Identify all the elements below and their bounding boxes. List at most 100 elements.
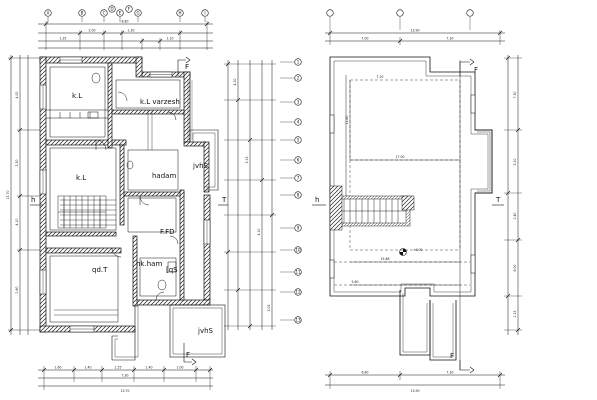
svg-text:4.20: 4.20 [233, 79, 237, 86]
left-dim-seg-4: 1.10 [167, 37, 174, 41]
room-label-bottom-right: jvhS [197, 327, 214, 335]
left-section-right: T [221, 196, 227, 204]
svg-text:13: 13 [295, 317, 301, 322]
svg-text:5: 5 [297, 137, 300, 142]
room-label-top-right: k.L varzesh [140, 98, 180, 106]
svg-text:2.40: 2.40 [513, 213, 517, 220]
svg-text:7.00: 7.00 [362, 37, 369, 41]
svg-text:13.70: 13.70 [121, 389, 130, 393]
svg-text:G: G [136, 10, 139, 15]
svg-text:4.10: 4.10 [15, 219, 19, 226]
svg-text:11.60: 11.60 [345, 116, 349, 125]
right-plan-windows [329, 94, 476, 279]
svg-text:7.30: 7.30 [122, 374, 129, 378]
svg-text:3: 3 [297, 99, 300, 104]
right-plan: 13.90 7.00 7.30 [312, 9, 522, 393]
room-label-bottom-left: qd.T [92, 266, 108, 274]
svg-text:2.60: 2.60 [15, 287, 19, 294]
left-dim-seg-1: 2.00 [89, 29, 96, 33]
left-section-top: F [185, 63, 189, 71]
svg-text:F: F [128, 6, 131, 11]
svg-text:I: I [204, 10, 205, 15]
right-grid-bubbles [326, 9, 474, 30]
room-label-mid-left: k.L [76, 174, 86, 182]
svg-text:13.90: 13.90 [411, 29, 420, 33]
room-label-top-left: k.L [72, 92, 82, 100]
svg-text:1.55: 1.55 [115, 366, 122, 370]
right-section-right: T [495, 196, 501, 204]
right-plan-outline [329, 56, 493, 361]
svg-text:6.80: 6.80 [362, 371, 369, 375]
svg-text:E: E [119, 10, 122, 15]
svg-text:15.88: 15.88 [381, 257, 390, 261]
svg-text:12: 12 [295, 289, 301, 294]
svg-text:4.10: 4.10 [257, 229, 261, 236]
room-label-side-right: jvhS [192, 162, 209, 170]
right-bottom-dimensions [325, 371, 505, 389]
left-plan-stairs [57, 195, 107, 229]
left-plan-walls [39, 56, 211, 333]
svg-text:D: D [110, 6, 113, 11]
right-plan-interior-dims [349, 80, 460, 286]
svg-text:9: 9 [297, 225, 300, 230]
left-plan-right-dimensions [224, 60, 276, 330]
right-top-dimensions [325, 30, 505, 45]
left-plan-balconies [111, 129, 226, 361]
elevation-marker [399, 248, 407, 256]
left-plan-doors [95, 91, 179, 301]
svg-text:1.00: 1.00 [177, 366, 184, 370]
svg-text:A: A [47, 10, 50, 15]
right-plan-section-marks [312, 58, 504, 374]
svg-text:H: H [178, 10, 181, 15]
left-section-left: h [31, 196, 35, 204]
middle-grid-bubbles [280, 58, 302, 324]
svg-text:2: 2 [297, 75, 300, 80]
svg-text:7.20: 7.20 [377, 75, 384, 79]
left-side-dim-overall: 13.70 [6, 191, 10, 200]
right-section-left: h [315, 196, 319, 204]
elevation-label: +0.00 [413, 248, 423, 252]
svg-text:7: 7 [297, 175, 300, 180]
right-section-top: F [474, 66, 478, 74]
room-label-bottom-mid: [qS [166, 266, 178, 274]
svg-text:7.30: 7.30 [447, 37, 454, 41]
svg-text:4.00: 4.00 [15, 92, 19, 99]
svg-text:3.15: 3.15 [245, 157, 249, 164]
svg-text:10: 10 [295, 247, 301, 252]
svg-text:3.05: 3.05 [267, 305, 271, 312]
middle-grid-bubble-labels: 1 2 3 4 5 6 7 8 9 10 11 12 13 [295, 59, 301, 322]
left-dim-seg-2: 1.30 [128, 29, 135, 33]
svg-text:1: 1 [297, 59, 300, 64]
right-plan-side-dims [504, 55, 522, 335]
left-plan-windows [39, 56, 211, 333]
left-section-bottom: F [186, 351, 190, 359]
left-plan-section-marks [30, 56, 228, 366]
svg-text:5.60: 5.60 [352, 280, 359, 284]
svg-text:11: 11 [295, 269, 301, 274]
svg-text:7.30: 7.30 [447, 371, 454, 375]
svg-text:1.40: 1.40 [146, 366, 153, 370]
svg-text:13.90: 13.90 [411, 389, 420, 393]
left-plan: A B C D E F G H I [6, 5, 276, 393]
svg-text:B: B [81, 10, 84, 15]
left-plan-fixtures [87, 72, 177, 291]
room-label-center: hadam [152, 172, 176, 180]
right-plan-stairs [329, 185, 415, 231]
svg-text:3.30: 3.30 [15, 160, 19, 167]
svg-text:7.30: 7.30 [513, 92, 517, 99]
left-dim-seg-3: 1.35 [60, 37, 67, 41]
svg-text:C: C [103, 10, 106, 15]
left-side-dimensions [8, 55, 40, 335]
svg-text:1.25: 1.25 [513, 311, 517, 318]
svg-text:1.60: 1.60 [55, 366, 62, 370]
svg-text:1.40: 1.40 [85, 366, 92, 370]
right-section-bottom: F [450, 352, 454, 360]
room-label-bottom-center: hk.ham [136, 260, 162, 268]
left-dim-overall: 8.80 [122, 20, 129, 24]
svg-text:3.20: 3.20 [513, 159, 517, 166]
svg-text:6.00: 6.00 [513, 265, 517, 272]
svg-text:6: 6 [297, 157, 300, 162]
left-bottom-dimensions [38, 366, 213, 390]
